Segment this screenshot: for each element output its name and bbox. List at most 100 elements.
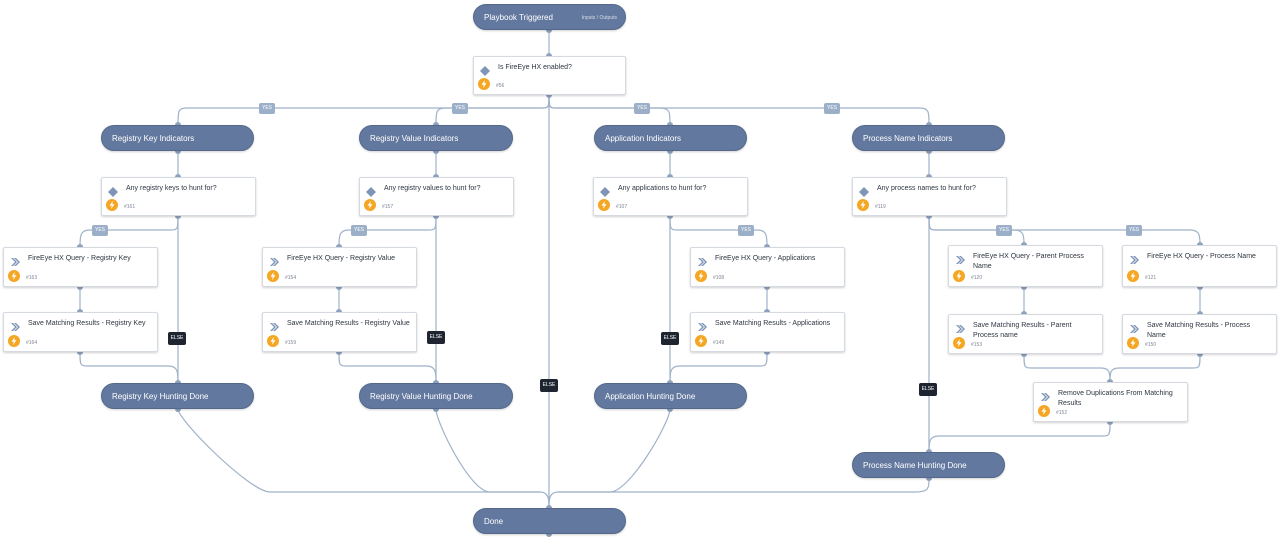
connector-dot[interactable]	[1197, 284, 1203, 290]
connector-dot[interactable]	[667, 406, 673, 412]
process-name-hunting-done-section[interactable]: Process Name Hunting Done	[852, 452, 1005, 478]
connector-dot[interactable]	[433, 213, 439, 219]
connector-dot[interactable]	[764, 349, 770, 355]
section-label: Registry Key Hunting Done	[112, 392, 209, 401]
task-save-results-registry-value[interactable]: Save Matching Results - Registry Value#1…	[262, 312, 417, 352]
task-remove-duplications[interactable]: Remove Duplications From Matching Result…	[1033, 382, 1188, 422]
connector-dot[interactable]	[1021, 284, 1027, 290]
task-hx-query-applications[interactable]: FireEye HX Query - Applications#108	[690, 247, 845, 287]
task-name: Save Matching Results - Applications	[715, 320, 831, 327]
connector-dot[interactable]	[926, 213, 932, 219]
task-save-results-applications[interactable]: Save Matching Results - Applications #149	[690, 312, 845, 352]
connector-dot[interactable]	[926, 148, 932, 154]
registry-key-indicators-section[interactable]: Registry Key Indicators	[101, 125, 254, 151]
yes-label: YES	[1126, 225, 1142, 236]
lightning-bolt-icon	[1127, 337, 1139, 349]
task-save-results-registry-key[interactable]: Save Matching Results - Registry Key #164	[3, 312, 158, 352]
inputs-outputs-link[interactable]: Inputs / Outputs	[581, 15, 617, 21]
lightning-bolt-icon	[598, 199, 610, 211]
yes-label: YES	[738, 225, 754, 236]
yes-label: YES	[824, 103, 840, 114]
application-indicators-section[interactable]: Application Indicators	[594, 125, 747, 151]
connector-dot[interactable]	[1197, 351, 1203, 357]
process-name-indicators-section[interactable]: Process Name Indicators	[852, 125, 1005, 151]
condition-diamond-icon	[108, 184, 118, 197]
connector-dot[interactable]	[77, 349, 83, 355]
connector-dot[interactable]	[175, 406, 181, 412]
section-label: Application Hunting Done	[605, 392, 696, 401]
task-save-results-parent-process-name[interactable]: Save Matching Results - Parent Process n…	[948, 314, 1103, 354]
connector-dot[interactable]	[764, 284, 770, 290]
section-label: Playbook Triggered	[484, 13, 553, 22]
section-label: Application Indicators	[605, 134, 682, 143]
yes-label: YES	[259, 103, 275, 114]
task-name: FireEye HX Query - Parent Process Name	[973, 253, 1084, 270]
task-name: FireEye HX Query - Registry Key	[28, 255, 131, 262]
connector-dot[interactable]	[667, 148, 673, 154]
connector-dot[interactable]	[336, 284, 342, 290]
task-hx-query-parent-process-name[interactable]: FireEye HX Query - Parent Process Name#1…	[948, 245, 1103, 287]
task-hx-query-registry-value[interactable]: FireEye HX Query - Registry Value#154	[262, 247, 417, 287]
yes-label: YES	[452, 103, 468, 114]
connector-dot[interactable]	[926, 475, 932, 481]
task-name: Remove Duplications From Matching Result…	[1058, 390, 1173, 407]
task-name: FireEye HX Query - Registry Value	[287, 255, 396, 262]
connector-dot[interactable]	[175, 213, 181, 219]
connector-dot[interactable]	[546, 27, 552, 33]
sub-playbook-icon	[269, 319, 279, 331]
task-any-registry-values[interactable]: Any registry values to hunt for?#157	[359, 177, 514, 216]
task-id: #157	[382, 204, 394, 210]
connector-dot[interactable]	[1021, 351, 1027, 357]
lightning-bolt-icon	[478, 78, 490, 90]
sub-playbook-icon	[10, 319, 20, 331]
section-label: Done	[484, 517, 504, 526]
task-any-registry-keys[interactable]: Any registry keys to hunt for? #161	[101, 177, 256, 216]
connector-dot[interactable]	[1107, 419, 1113, 425]
task-id: #149	[713, 340, 725, 346]
lightning-bolt-icon	[267, 335, 279, 347]
section-label: Registry Key Indicators	[112, 134, 195, 143]
sub-playbook-icon	[955, 321, 965, 333]
connector-dot[interactable]	[433, 406, 439, 412]
section-label: Registry Value Indicators	[370, 134, 459, 143]
task-any-applications[interactable]: Any applications to hunt for?#107	[593, 177, 748, 216]
section-label: Registry Value Hunting Done	[370, 392, 473, 401]
lightning-bolt-icon	[953, 270, 965, 282]
task-name: Save Matching Results - Registry Key	[28, 320, 146, 327]
condition-diamond-icon	[366, 184, 376, 197]
lightning-bolt-icon	[8, 270, 20, 282]
playbook-triggered-section[interactable]: Playbook Triggered Inputs / Outputs	[473, 4, 626, 30]
task-save-results-process-name[interactable]: Save Matching Results - Process Name#150	[1122, 314, 1277, 354]
task-id: #56	[496, 83, 505, 89]
connector-dot[interactable]	[175, 148, 181, 154]
task-name: Save Matching Results - Parent Process n…	[973, 322, 1072, 339]
task-name: Any registry keys to hunt for?	[126, 185, 217, 192]
connector-dot[interactable]	[546, 92, 552, 98]
yes-label: YES	[996, 225, 1012, 236]
task-hx-query-registry-key[interactable]: FireEye HX Query - Registry Key#163	[3, 247, 158, 287]
connector-dot[interactable]	[77, 284, 83, 290]
done-section[interactable]: Done	[473, 508, 626, 534]
sub-playbook-icon	[955, 252, 965, 264]
registry-value-indicators-section[interactable]: Registry Value Indicators	[359, 125, 513, 151]
registry-key-hunting-done-section[interactable]: Registry Key Hunting Done	[101, 383, 254, 409]
lightning-bolt-icon	[267, 270, 279, 282]
connector-dot[interactable]	[433, 148, 439, 154]
task-id: #161	[124, 204, 136, 210]
lightning-bolt-icon	[106, 199, 118, 211]
task-any-process-names[interactable]: Any process names to hunt for?#119	[852, 177, 1007, 216]
condition-diamond-icon	[600, 184, 610, 197]
application-hunting-done-section[interactable]: Application Hunting Done	[594, 383, 747, 409]
lightning-bolt-icon	[857, 199, 869, 211]
registry-value-hunting-done-section[interactable]: Registry Value Hunting Done	[359, 383, 513, 409]
connector-dot[interactable]	[546, 531, 552, 537]
task-is-fireeye-hx-enabled[interactable]: Is FireEye HX enabled?#56	[473, 56, 626, 95]
lightning-bolt-icon	[695, 335, 707, 347]
connector-dot[interactable]	[336, 349, 342, 355]
task-hx-query-process-name[interactable]: FireEye HX Query - Process Name#121	[1122, 245, 1277, 287]
connector-dot[interactable]	[667, 213, 673, 219]
task-id: #164	[26, 340, 38, 346]
lightning-bolt-icon	[364, 199, 376, 211]
task-name: FireEye HX Query - Process Name	[1147, 253, 1256, 260]
